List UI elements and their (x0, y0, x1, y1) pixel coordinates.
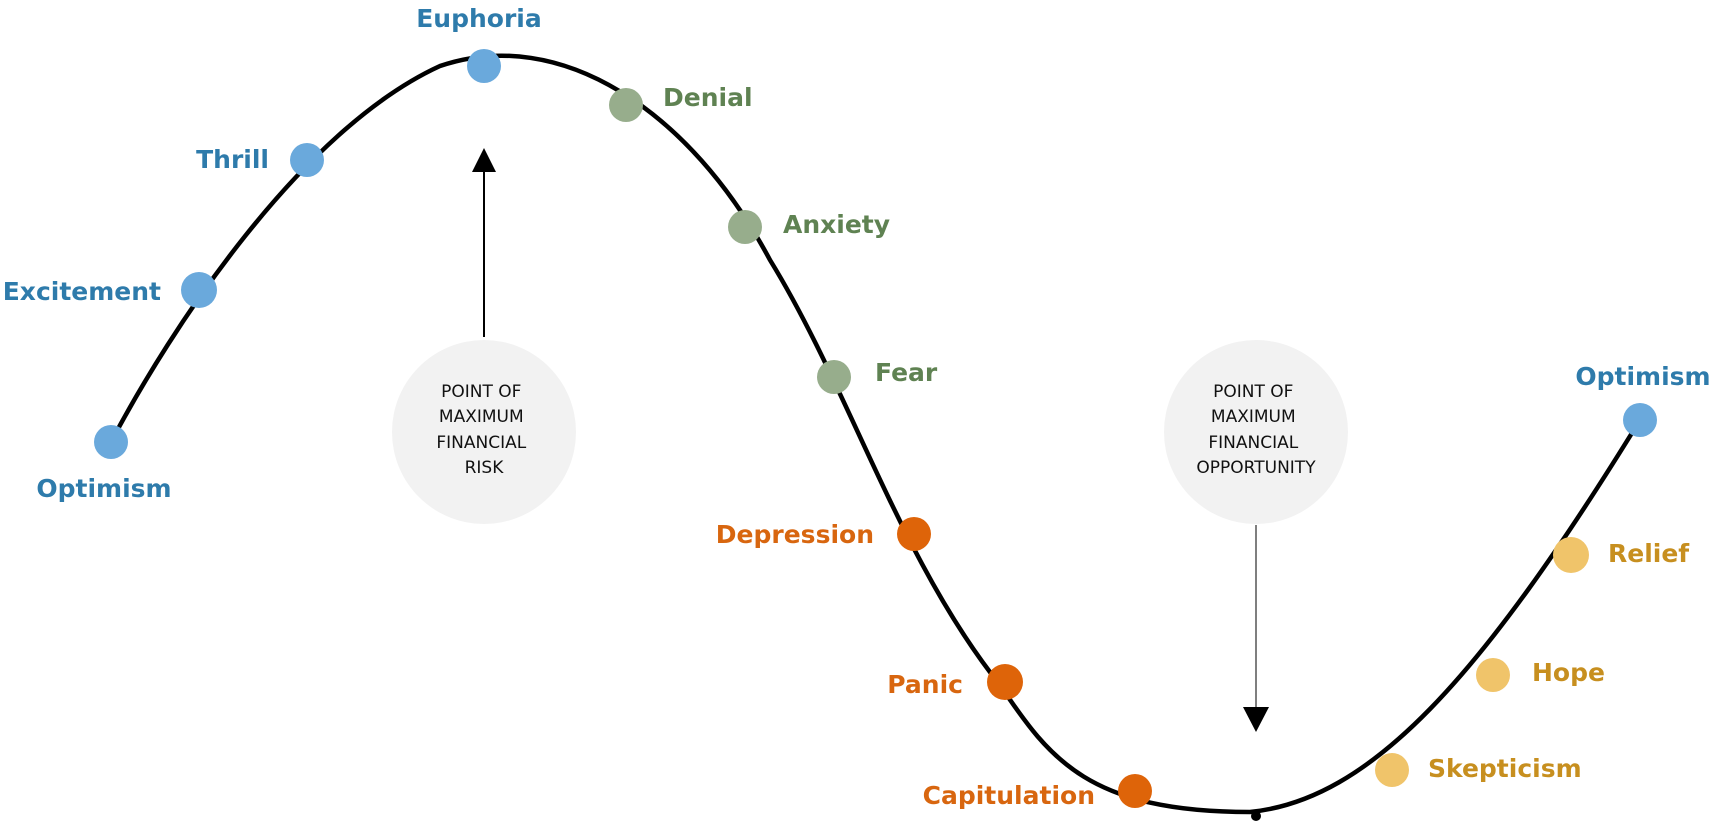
curve-bottom-point (1251, 811, 1261, 821)
stage-label: Depression (716, 520, 874, 549)
stage-dot (987, 664, 1023, 700)
stage-skepticism: Skepticism (1375, 753, 1582, 787)
stage-label: Excitement (3, 277, 161, 306)
stage-label: Optimism (36, 474, 171, 503)
stage-dot (817, 360, 851, 394)
risk-arrow-up-icon (472, 148, 496, 172)
cycle-curve (109, 53, 1642, 815)
opportunity-circle (1164, 340, 1348, 524)
stage-dot (1375, 753, 1409, 787)
stage-dot (94, 425, 128, 459)
stage-euphoria: Euphoria (416, 4, 542, 83)
stage-label: Skepticism (1428, 754, 1582, 783)
stage-optimism-start: Optimism (36, 425, 172, 503)
stage-panic: Panic (887, 664, 1023, 700)
stage-dot (609, 88, 643, 122)
risk-line-4: RISK (465, 458, 505, 478)
stage-excitement: Excitement (3, 272, 217, 308)
max-risk-callout: POINT OF MAXIMUM FINANCIAL RISK (392, 148, 576, 524)
stage-anxiety: Anxiety (728, 210, 890, 244)
opportunity-text: POINT OF MAXIMUM FINANCIAL OPPORTUNITY (1196, 382, 1316, 478)
opportunity-line-1: POINT OF (1213, 382, 1293, 402)
opportunity-line-3: FINANCIAL (1208, 433, 1298, 453)
opportunity-arrow-down-icon (1243, 707, 1269, 732)
stage-dot (897, 517, 931, 551)
stage-denial: Denial (609, 83, 753, 122)
stage-label: Relief (1608, 539, 1690, 568)
stage-dot (1623, 403, 1657, 437)
stage-relief: Relief (1553, 537, 1690, 573)
stage-label: Denial (663, 83, 753, 112)
opportunity-line-2: MAXIMUM (1211, 407, 1296, 427)
stage-label: Thrill (196, 145, 269, 174)
stage-dot (290, 143, 324, 177)
stage-optimism-end: Optimism (1575, 362, 1711, 437)
stage-label: Panic (887, 670, 963, 699)
risk-circle (392, 340, 576, 524)
stage-fear: Fear (817, 358, 938, 394)
opportunity-line-4: OPPORTUNITY (1196, 458, 1316, 478)
stage-dot (1118, 774, 1152, 808)
stage-label: Capitulation (923, 781, 1095, 810)
risk-line-2: MAXIMUM (439, 407, 524, 427)
stage-label: Hope (1532, 658, 1605, 687)
stage-dot (181, 272, 217, 308)
risk-text: POINT OF MAXIMUM FINANCIAL RISK (436, 382, 531, 478)
stage-capitulation: Capitulation (923, 774, 1152, 810)
stage-dot (728, 210, 762, 244)
stage-hope: Hope (1476, 658, 1605, 692)
stage-dot (1553, 537, 1589, 573)
stage-label: Anxiety (783, 210, 890, 239)
stage-dot (1476, 658, 1510, 692)
stage-label: Euphoria (416, 4, 542, 33)
stage-label: Optimism (1575, 362, 1710, 391)
stage-label: Fear (875, 358, 938, 387)
max-opportunity-callout: POINT OF MAXIMUM FINANCIAL OPPORTUNITY (1164, 340, 1348, 821)
stage-dot (467, 49, 501, 83)
stage-thrill: Thrill (196, 143, 324, 177)
risk-line-3: FINANCIAL (436, 433, 526, 453)
risk-line-1: POINT OF (441, 382, 521, 402)
stage-depression: Depression (716, 517, 931, 551)
